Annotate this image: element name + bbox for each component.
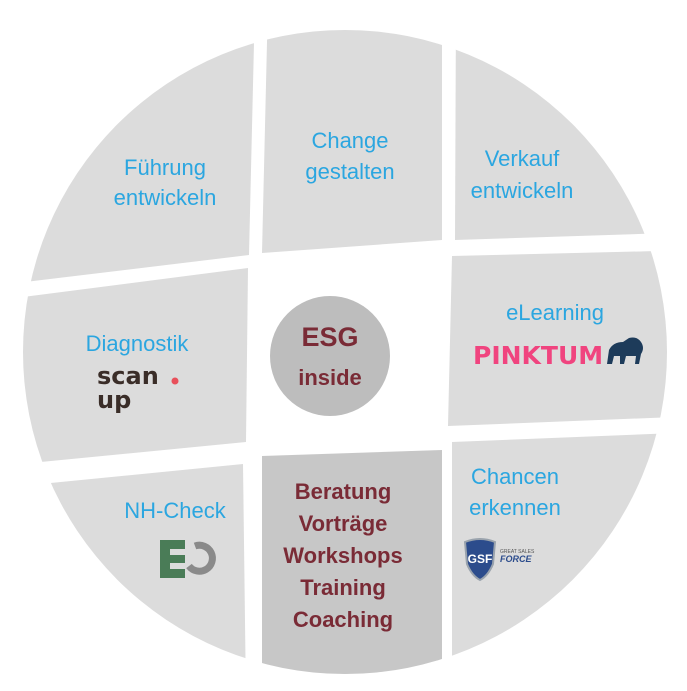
change-line2: gestalten	[305, 159, 394, 184]
chancen-line2: erkennen	[469, 495, 561, 520]
service-training: Training	[300, 575, 386, 600]
tile-diagnostik	[23, 268, 248, 466]
tile-fuehrung	[23, 30, 255, 285]
service-coaching: Coaching	[293, 607, 393, 632]
tile-services	[262, 450, 442, 674]
center-circle	[270, 296, 390, 416]
fuehrung-line1: Führung	[124, 155, 206, 180]
gsf-logo-force: FORCE	[500, 554, 532, 564]
pinktum-logo: PINKTUM	[473, 337, 643, 370]
center-esg: ESG	[301, 322, 358, 352]
verkauf-line1: Verkauf	[485, 146, 560, 171]
tile-elearning	[448, 250, 667, 426]
tile-change	[262, 30, 442, 253]
center-inside: inside	[298, 365, 362, 390]
pinktum-text: PINKTUM	[473, 341, 603, 370]
verkauf-line2: entwickeln	[471, 178, 574, 203]
scanup-logo-up: up	[97, 386, 131, 414]
change-line1: Change	[311, 128, 388, 153]
gsf-logo: GSF GREAT SALES FORCE	[463, 538, 535, 582]
elearning-label: eLearning	[506, 300, 604, 325]
diagnostik-label: Diagnostik	[86, 331, 190, 356]
eo-logo: EO	[160, 540, 216, 578]
service-workshops: Workshops	[283, 543, 402, 568]
shield-icon	[463, 538, 497, 582]
lion-icon	[607, 337, 643, 364]
gsf-logo-great-sales: GREAT SALES	[500, 549, 535, 555]
chancen-line1: Chancen	[471, 464, 559, 489]
scanup-logo-scan: scan	[97, 362, 159, 390]
fuehrung-line2: entwickeln	[114, 185, 217, 210]
scanup-logo: scan up	[97, 362, 179, 414]
nhcheck-label: NH-Check	[124, 498, 226, 523]
tile-verkauf	[455, 30, 667, 240]
service-beratung: Beratung	[295, 479, 392, 504]
gsf-logo-initials: GSF	[468, 552, 493, 566]
service-vortraege: Vorträge	[299, 511, 388, 536]
